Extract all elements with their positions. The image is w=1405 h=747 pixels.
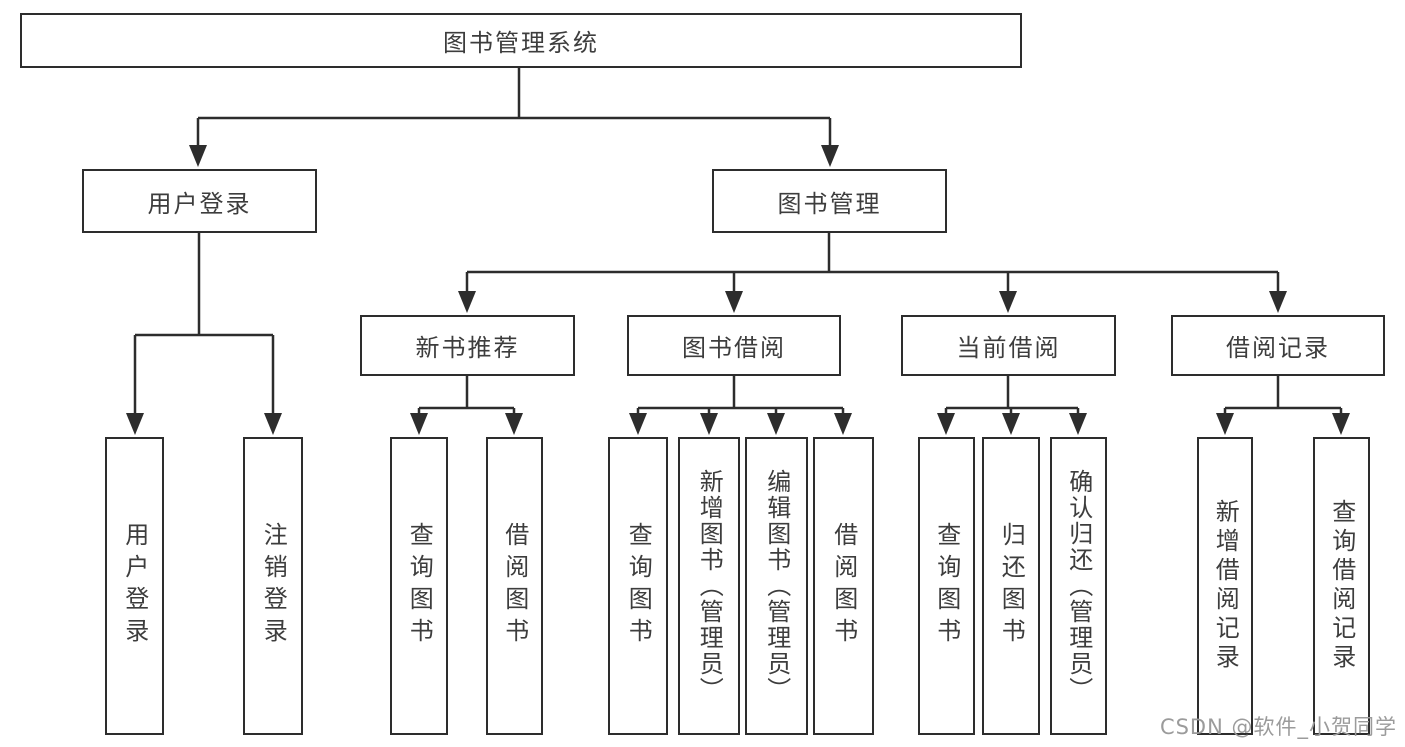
borrow-record-node: 借阅记录 <box>1171 315 1385 376</box>
leaf-current-confirm-return: 确认归还（管理员） <box>1050 437 1107 735</box>
leaf-current-query-book-label: 查询图书 <box>932 522 961 650</box>
leaf-borrow-edit-book-label: 编辑图书（管理员） <box>762 469 791 703</box>
leaf-record-query-record: 查询借阅记录 <box>1313 437 1370 735</box>
new-book-recommend-node: 新书推荐 <box>360 315 575 376</box>
leaf-borrow-borrow-book-label: 借阅图书 <box>829 522 858 650</box>
leaf-logout-label: 注销登录 <box>259 522 288 650</box>
leaf-current-return-book: 归还图书 <box>982 437 1040 735</box>
current-borrow-label: 当前借阅 <box>956 334 1061 362</box>
leaf-newrec-query-book-label: 查询图书 <box>405 522 434 650</box>
borrow-record-label: 借阅记录 <box>1226 334 1330 362</box>
user-login-node-label: 用户登录 <box>147 189 252 218</box>
root-node: 图书管理系统 <box>20 13 1022 68</box>
leaf-current-return-book-label: 归还图书 <box>997 522 1026 650</box>
leaf-newrec-borrow-book: 借阅图书 <box>486 437 543 735</box>
leaf-borrow-borrow-book: 借阅图书 <box>813 437 874 735</box>
leaf-current-query-book: 查询图书 <box>918 437 975 735</box>
leaf-record-add-record-label: 新增借阅记录 <box>1211 499 1240 673</box>
leaf-current-confirm-return-label: 确认归还（管理员） <box>1064 469 1093 703</box>
book-borrow-label: 图书借阅 <box>682 334 786 362</box>
leaf-logout: 注销登录 <box>243 437 303 735</box>
user-login-node: 用户登录 <box>82 169 317 233</box>
leaf-user-login-label: 用户登录 <box>120 522 149 650</box>
leaf-record-query-record-label: 查询借阅记录 <box>1327 499 1356 673</box>
leaf-borrow-edit-book: 编辑图书（管理员） <box>745 437 808 735</box>
leaf-borrow-add-book-label: 新增图书（管理员） <box>695 469 724 703</box>
leaf-newrec-query-book: 查询图书 <box>390 437 448 735</box>
leaf-newrec-borrow-book-label: 借阅图书 <box>500 522 529 650</box>
leaf-user-login: 用户登录 <box>105 437 164 735</box>
book-borrow-node: 图书借阅 <box>627 315 841 376</box>
leaf-borrow-query-book: 查询图书 <box>608 437 668 735</box>
root-node-label: 图书管理系统 <box>443 29 599 57</box>
book-management-node-label: 图书管理 <box>777 189 882 218</box>
new-book-recommend-label: 新书推荐 <box>415 334 520 362</box>
book-management-node: 图书管理 <box>712 169 947 233</box>
csdn-watermark: CSDN @软件_小贺同学 <box>1159 715 1397 739</box>
leaf-record-add-record: 新增借阅记录 <box>1197 437 1253 735</box>
current-borrow-node: 当前借阅 <box>901 315 1116 376</box>
leaf-borrow-query-book-label: 查询图书 <box>624 522 653 650</box>
leaf-borrow-add-book: 新增图书（管理员） <box>678 437 740 735</box>
